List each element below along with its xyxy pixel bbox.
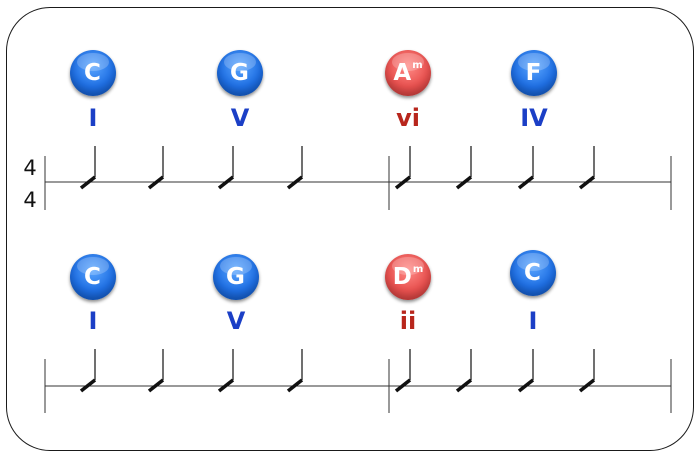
slash-beat xyxy=(455,146,473,190)
slash-beat xyxy=(578,146,596,190)
staff-row-2 xyxy=(44,349,672,413)
slash-beat xyxy=(517,349,535,393)
chord-badge-c: C xyxy=(70,254,116,300)
chord-badge-f: F xyxy=(511,50,557,96)
slash-beat xyxy=(394,146,412,190)
slash-beat xyxy=(217,349,235,393)
diagram-frame xyxy=(6,7,694,451)
slash-beat xyxy=(286,146,304,190)
roman-numeral: I xyxy=(88,104,98,132)
staff-row-1 xyxy=(44,146,672,210)
roman-numeral: I xyxy=(88,307,98,335)
chord-badge-g: G xyxy=(213,254,259,300)
slash-beat xyxy=(455,349,473,393)
time-signature-top: 4 xyxy=(23,156,37,180)
slash-beat xyxy=(147,146,165,190)
time-signature-bottom: 4 xyxy=(23,188,37,212)
slash-beat xyxy=(517,146,535,190)
roman-numeral: ii xyxy=(399,307,417,335)
roman-numeral: V xyxy=(226,307,246,335)
slash-beat xyxy=(394,349,412,393)
slash-beats xyxy=(79,146,596,190)
slash-beat xyxy=(578,349,596,393)
chord-badge-c: C xyxy=(70,50,116,96)
chord-badge-g: G xyxy=(217,50,263,96)
roman-numeral: V xyxy=(230,104,250,132)
slash-beat xyxy=(286,349,304,393)
slash-beats xyxy=(79,349,596,393)
roman-numeral: vi xyxy=(396,104,420,132)
chord-quality: m xyxy=(412,59,423,71)
slash-beat xyxy=(79,349,97,393)
slash-beat xyxy=(79,146,97,190)
roman-numeral: IV xyxy=(520,104,548,132)
slash-beat xyxy=(217,146,235,190)
roman-numeral: I xyxy=(528,307,538,335)
chord-quality: m xyxy=(412,263,424,275)
slash-beat xyxy=(147,349,165,393)
chord-badge-c: C xyxy=(510,250,556,296)
